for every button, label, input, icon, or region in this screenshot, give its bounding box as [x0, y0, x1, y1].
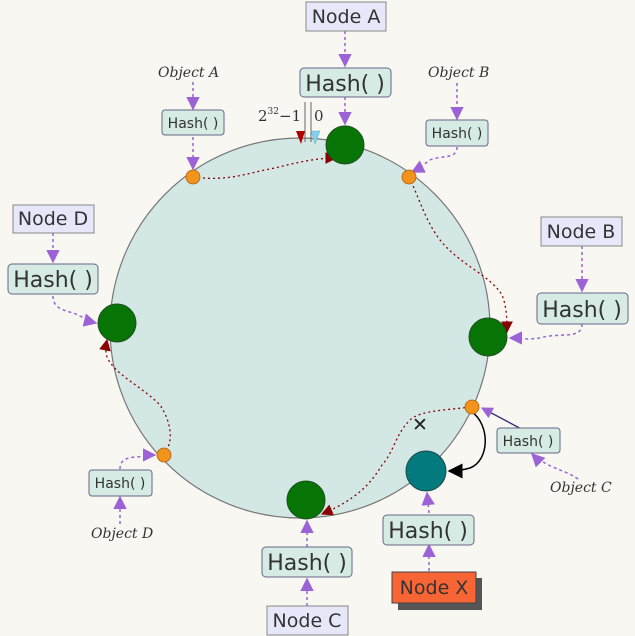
- svg-text:Hash( ): Hash( ): [305, 72, 385, 97]
- node-b-hash: Hash( ): [536, 292, 629, 325]
- svg-text:Hash( ): Hash( ): [542, 298, 622, 323]
- assignment-paths: [99, 152, 513, 516]
- object-d-label: Object D: [91, 526, 153, 542]
- svg-text:Node B: Node B: [547, 221, 616, 243]
- reassign-arrow: [447, 411, 486, 479]
- svg-text:Node X: Node X: [400, 577, 469, 599]
- object-d-hash: Hash( ): [88, 469, 153, 497]
- object-c-dot[interactable]: [464, 399, 480, 415]
- object-c-hash: Hash( ): [496, 427, 561, 454]
- ring-range-marker: 232−1 0: [258, 102, 324, 145]
- object-b-dot[interactable]: [401, 169, 417, 185]
- node-a-hash: Hash( ): [299, 67, 392, 98]
- purple-arrows: [46, 31, 589, 606]
- ring-zero-label: 0: [314, 107, 324, 125]
- node-a-circle[interactable]: [325, 125, 365, 165]
- node-x-label: Node X: [391, 571, 482, 610]
- node-d-circle[interactable]: [97, 303, 137, 343]
- node-x-circle[interactable]: [405, 450, 447, 492]
- node-a-label: Node A: [305, 1, 387, 32]
- svg-text:Hash( ): Hash( ): [267, 551, 347, 576]
- svg-text:Node C: Node C: [273, 610, 342, 632]
- ring-max-label: 232−1: [258, 107, 301, 125]
- svg-text:Hash( ): Hash( ): [388, 519, 468, 544]
- node-d-label: Node D: [12, 204, 95, 234]
- node-c-label: Node C: [266, 605, 349, 636]
- svg-text:Node A: Node A: [312, 6, 381, 28]
- svg-text:Hash( ): Hash( ): [13, 268, 93, 293]
- svg-text:Hash( ): Hash( ): [168, 116, 219, 132]
- object-a-dot[interactable]: [185, 169, 201, 185]
- node-x-hash: Hash( ): [382, 514, 475, 546]
- node-b-circle[interactable]: [468, 317, 508, 357]
- svg-text:Hash( ): Hash( ): [432, 126, 483, 142]
- object-a-label: Object A: [158, 65, 219, 81]
- svg-text:Hash( ): Hash( ): [95, 476, 146, 492]
- object-d-dot[interactable]: [156, 447, 172, 463]
- removed-mark: ✕: [412, 414, 428, 436]
- node-d-hash: Hash( ): [7, 263, 99, 295]
- node-c-hash: Hash( ): [261, 546, 353, 578]
- node-c-circle[interactable]: [286, 480, 326, 520]
- node-b-label: Node B: [540, 216, 623, 247]
- object-b-hash: Hash( ): [425, 119, 489, 147]
- object-c-label: Object C: [550, 480, 612, 496]
- svg-text:Hash( ): Hash( ): [503, 434, 554, 450]
- object-a-hash: Hash( ): [161, 109, 225, 136]
- svg-text:Node D: Node D: [18, 208, 88, 230]
- object-b-label: Object B: [428, 65, 489, 81]
